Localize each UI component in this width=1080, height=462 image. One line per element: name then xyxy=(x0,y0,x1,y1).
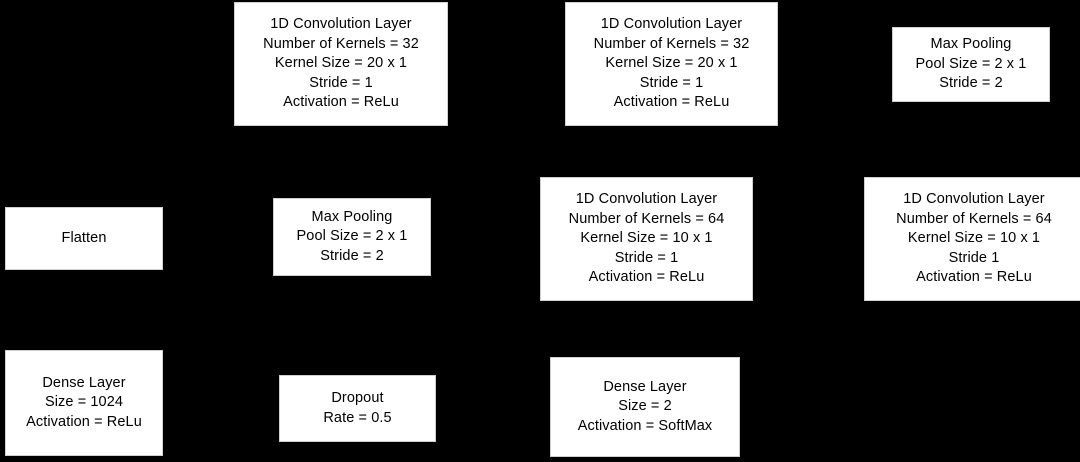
node-line: Stride = 1 xyxy=(614,249,679,266)
node-line: Number of Kernels = 64 xyxy=(896,210,1052,227)
node-dense-layer-1024[interactable]: Dense Layer Size = 1024 Activation = ReL… xyxy=(5,350,163,456)
node-line: Activation = ReLu xyxy=(588,269,705,286)
node-line: Pool Size = 2 x 1 xyxy=(296,228,408,245)
node-line: Kernel Size = 20 x 1 xyxy=(605,55,738,72)
node-line: Stride = 1 xyxy=(639,74,704,91)
node-line: Stride 1 xyxy=(948,249,1000,266)
node-conv-1d-layer-1[interactable]: 1D Convolution Layer Number of Kernels =… xyxy=(234,2,448,126)
node-line: Stride = 2 xyxy=(939,75,1003,92)
node-line: Activation = SoftMax xyxy=(577,417,713,434)
node-line: Dense Layer xyxy=(42,374,126,391)
node-line: Dropout xyxy=(331,390,384,406)
node-line: Stride = 1 xyxy=(309,74,373,91)
node-line: Dense Layer xyxy=(603,378,687,395)
node-line: Number of Kernels = 32 xyxy=(593,35,750,52)
node-line: Kernel Size = 10 x 1 xyxy=(580,230,713,247)
node-line: 1D Convolution Layer xyxy=(270,16,412,33)
node-line: Flatten xyxy=(61,229,107,246)
node-conv-1d-layer-4[interactable]: 1D Convolution Layer Number of Kernels =… xyxy=(540,177,753,301)
node-line: 1D Convolution Layer xyxy=(903,191,1045,208)
node-line: Stride = 2 xyxy=(320,247,384,264)
node-max-pooling-1[interactable]: Max Pooling Pool Size = 2 x 1 Stride = 2 xyxy=(892,27,1050,102)
node-line: 1D Convolution Layer xyxy=(600,16,743,33)
node-line: Kernel Size = 20 x 1 xyxy=(274,55,408,72)
node-line: 1D Convolution Layer xyxy=(575,191,718,208)
node-line: Activation = ReLu xyxy=(916,269,1032,286)
node-line: Kernel Size = 10 x 1 xyxy=(907,230,1041,247)
node-dropout-layer[interactable]: Dropout Rate = 0.5 xyxy=(279,375,436,442)
node-line: Activation = ReLu xyxy=(26,413,142,430)
node-line: Max Pooling xyxy=(311,208,393,225)
node-line: Activation = ReLu xyxy=(283,94,399,111)
node-line: Pool Size = 2 x 1 xyxy=(915,55,1027,72)
node-conv-1d-layer-3[interactable]: 1D Convolution Layer Number of Kernels =… xyxy=(864,177,1080,301)
node-line: Rate = 0.5 xyxy=(323,409,392,426)
node-dense-layer-output[interactable]: Dense Layer Size = 2 Activation = SoftMa… xyxy=(550,357,740,457)
node-line: Activation = ReLu xyxy=(613,94,730,111)
node-flatten-layer[interactable]: Flatten xyxy=(5,207,163,270)
node-line: Size = 1024 xyxy=(44,394,124,411)
node-conv-1d-layer-2[interactable]: 1D Convolution Layer Number of Kernels =… xyxy=(565,2,778,126)
node-line: Size = 2 xyxy=(618,398,672,415)
node-line: Max Pooling xyxy=(930,36,1012,53)
node-line: Number of Kernels = 64 xyxy=(568,210,725,227)
node-line: Number of Kernels = 32 xyxy=(263,35,419,52)
node-max-pooling-2[interactable]: Max Pooling Pool Size = 2 x 1 Stride = 2 xyxy=(273,198,431,276)
